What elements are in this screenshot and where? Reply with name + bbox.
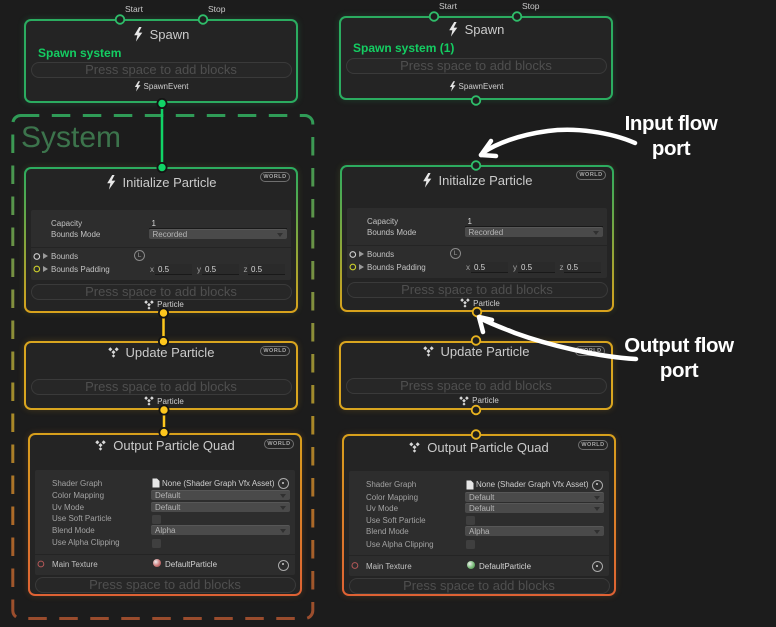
svg-text:System: System (21, 121, 121, 154)
